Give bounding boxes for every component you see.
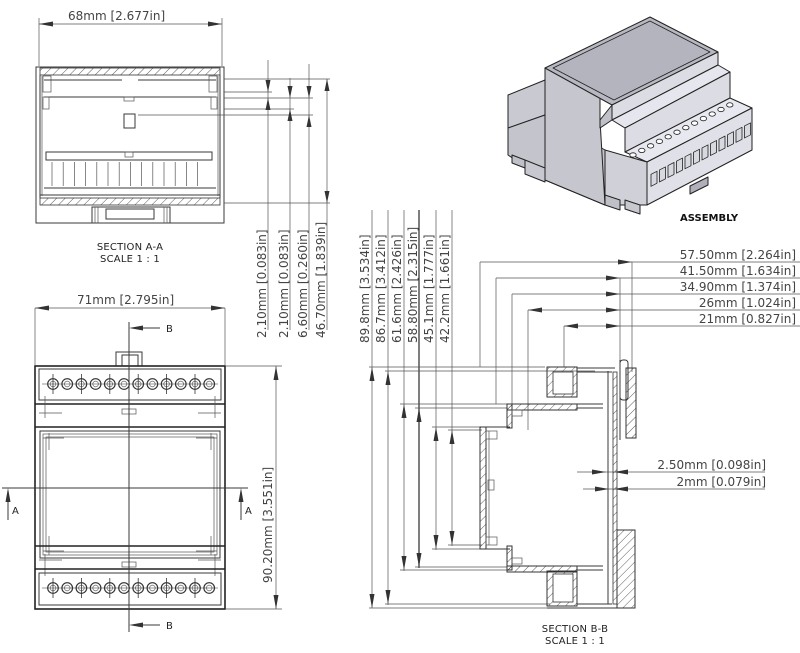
terminal-slot-icon: [710, 140, 717, 156]
assembly-title: ASSEMBLY: [680, 213, 739, 224]
terminal-slot-icon: [693, 148, 700, 165]
section-a-vertical-dim: 2.10mm [0.083in]: [255, 229, 269, 338]
section-a-vertical-dim: 6.60mm [0.260in]: [296, 229, 310, 338]
terminal-hole-icon: [646, 143, 655, 149]
terminal-hole-icon: [726, 102, 734, 108]
section-a-view: 68mm [2.677in]: [35, 9, 330, 338]
terminal-hole-icon: [708, 111, 716, 117]
section-b-horizontal-dim: 41.50mm [1.634in]: [680, 264, 796, 278]
section-b-marker-top: B: [166, 324, 173, 335]
section-b-marker-bottom: B: [166, 621, 173, 632]
section-b-horizontal-dim: 26mm [1.024in]: [699, 296, 796, 310]
section-b-horizontal-dim: 57.50mm [2.264in]: [680, 248, 796, 262]
terminal-hole-icon: [655, 138, 664, 144]
terminal-slot-icon: [667, 162, 675, 178]
section-a-vertical-dim: 46.70mm [1.839in]: [314, 222, 328, 338]
terminal-slot-icon: [718, 135, 726, 152]
terminal-slot-icon: [650, 170, 658, 187]
terminal-slot-icon: [659, 166, 666, 183]
terminal-hole-icon: [699, 116, 708, 122]
front-view: 71mm [2.795in]: [2, 293, 282, 632]
terminal-hole-icon: [638, 147, 646, 154]
terminal-hole-icon: [690, 120, 699, 126]
terminal-hole-icon: [682, 125, 690, 131]
assembly-view: ASSEMBLY: [507, 16, 753, 224]
section-a-marker-left: A: [12, 506, 19, 517]
terminal-slot-icon: [684, 153, 692, 170]
terminal-fins: [51, 162, 198, 186]
section-a-vertical-dim: 2.10mm [0.083in]: [277, 229, 291, 338]
top-terminal-row: [42, 374, 218, 394]
section-b-vertical-dim: 58.80mm [2.315in]: [406, 227, 420, 343]
terminal-hole-icon: [664, 134, 672, 140]
section-b-vertical-dim: 42.2mm [1.661in]: [438, 234, 452, 343]
section-a-scale: SCALE 1 : 1: [100, 254, 160, 265]
terminal-slot-icon: [676, 157, 683, 174]
bottom-terminal-row: [42, 578, 218, 598]
section-b-scale: SCALE 1 : 1: [545, 636, 605, 647]
terminal-hole-icon: [629, 152, 637, 158]
section-a-title: SECTION A-A: [97, 242, 163, 253]
section-b-wall-dim: 2mm [0.079in]: [677, 475, 767, 489]
section-b-horizontal-dim: 21mm [0.827in]: [699, 312, 796, 326]
terminal-slot-icon: [735, 126, 743, 143]
section-b-vertical-dim: 45.1mm [1.777in]: [422, 234, 436, 343]
terminal-slot-icon: [701, 144, 709, 161]
section-b-view: 89.8mm [3.534in]86.7mm [3.412in]61.6mm […: [358, 210, 800, 647]
terminal-hole-icon: [717, 106, 725, 113]
terminal-hole-icon: [673, 129, 681, 135]
front-width-dim: 71mm [2.795in]: [77, 293, 174, 307]
section-a-marker-right: A: [245, 506, 252, 517]
section-a-width-dim: 68mm [2.677in]: [68, 9, 165, 23]
terminal-slot-icon: [727, 131, 734, 148]
section-b-title: SECTION B-B: [542, 624, 608, 635]
front-height-dim: 90.20mm [3.551in]: [261, 467, 275, 583]
section-b-wall-dim: 2.50mm [0.098in]: [657, 458, 766, 472]
section-b-vertical-dim: 61.6mm [2.426in]: [390, 234, 404, 343]
terminal-slot-icon: [744, 122, 751, 139]
section-b-vertical-dim: 86.7mm [3.412in]: [374, 234, 388, 343]
section-b-horizontal-dim: 34.90mm [1.374in]: [680, 280, 796, 294]
section-b-vertical-dim: 89.8mm [3.534in]: [358, 234, 372, 343]
